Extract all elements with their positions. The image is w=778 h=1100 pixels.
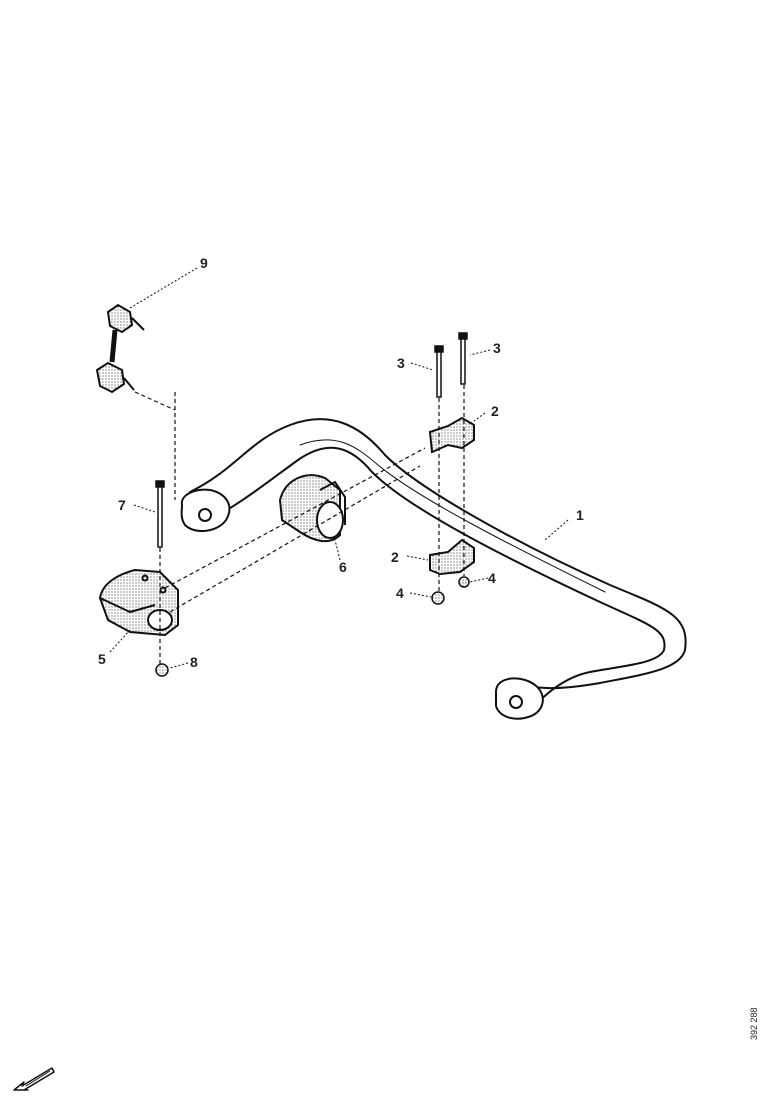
link-rod bbox=[95, 303, 145, 394]
callout-1: 1 bbox=[576, 507, 584, 523]
clamp bbox=[98, 568, 179, 637]
stabilizer-bar bbox=[180, 418, 687, 720]
assembly-lines bbox=[134, 385, 465, 664]
callout-3-right: 3 bbox=[493, 340, 501, 356]
callout-4-right: 4 bbox=[488, 570, 496, 586]
nut-8 bbox=[155, 663, 169, 677]
document-id: 392 288 bbox=[749, 1007, 759, 1040]
bush bbox=[278, 474, 346, 543]
nut-4-right bbox=[458, 576, 470, 588]
half-clamp-upper bbox=[428, 416, 475, 454]
screw-3-right bbox=[458, 332, 468, 385]
screw-3-left bbox=[434, 345, 444, 398]
nut-4-left bbox=[431, 591, 445, 605]
callout-5: 5 bbox=[98, 651, 106, 667]
callout-9: 9 bbox=[200, 255, 208, 271]
callout-2-upper: 2 bbox=[491, 403, 499, 419]
callout-2-lower: 2 bbox=[391, 549, 399, 565]
callout-6: 6 bbox=[339, 559, 347, 575]
leader-lines bbox=[109, 267, 569, 669]
callout-4-left: 4 bbox=[396, 585, 404, 601]
direction-arrow-icon bbox=[13, 1067, 55, 1091]
callout-7: 7 bbox=[118, 497, 126, 513]
half-clamp-lower bbox=[429, 538, 475, 576]
screw-7 bbox=[155, 480, 165, 548]
callout-8: 8 bbox=[190, 654, 198, 670]
callout-3-left: 3 bbox=[397, 355, 405, 371]
